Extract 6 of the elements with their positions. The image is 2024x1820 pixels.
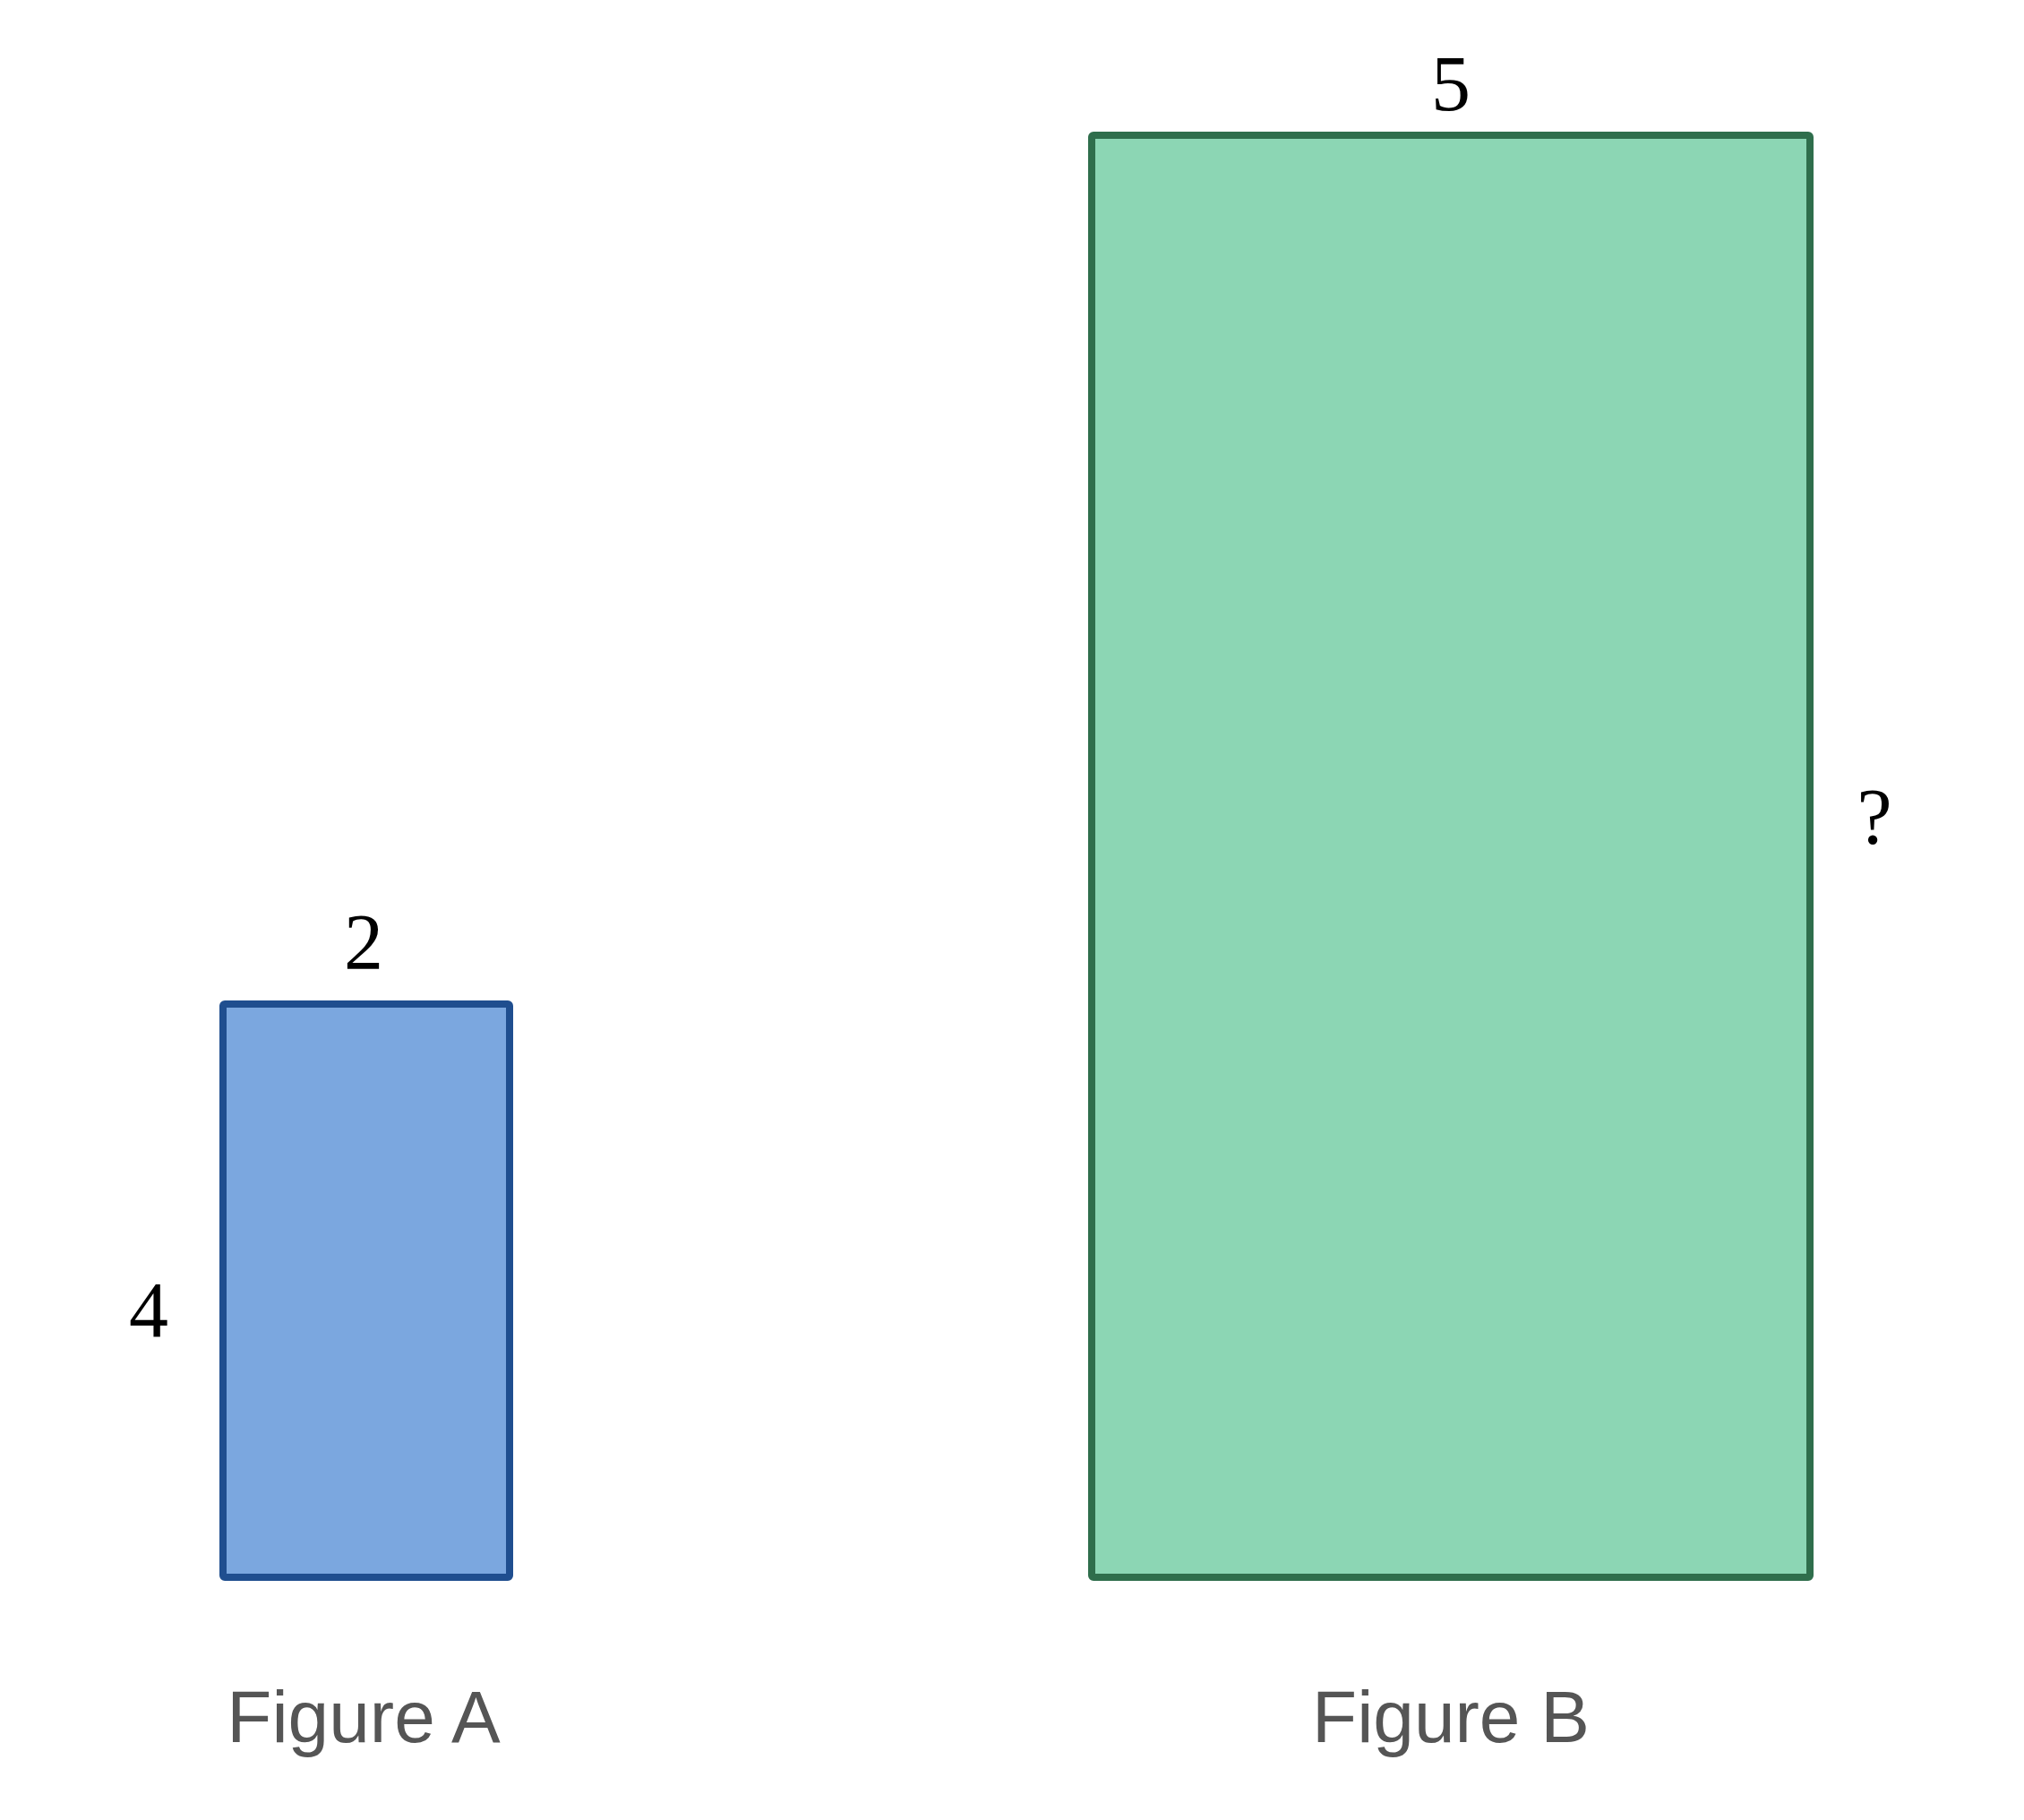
dimension-label: ? <box>1857 777 1892 856</box>
rectangle <box>1088 132 1814 1581</box>
dimension-label: 4 <box>129 1271 168 1350</box>
dimension-label: 2 <box>344 903 383 982</box>
dimension-label: 5 <box>1431 45 1471 124</box>
rectangle <box>219 1000 513 1581</box>
